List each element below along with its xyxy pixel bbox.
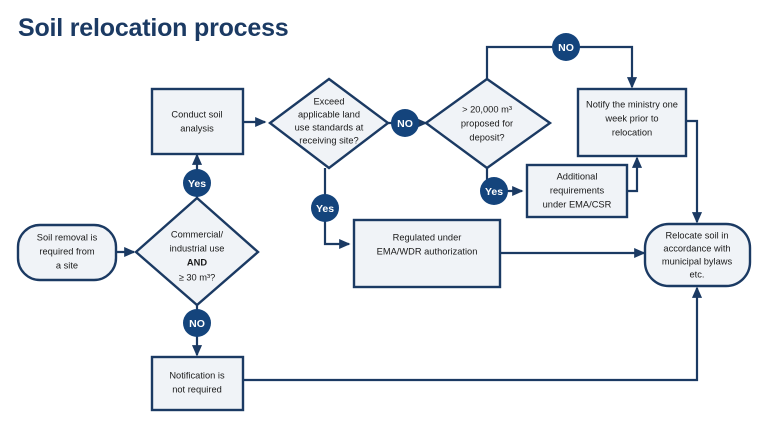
node-decision-volume-line-3: deposit? — [469, 132, 504, 142]
badge-no-to-notification-circle — [183, 309, 211, 337]
node-regulated-under-line-2: EMA/WDR authorization — [377, 246, 478, 256]
node-notification-not-required-shape — [150, 355, 245, 412]
node-additional-requirements-line-3: under EMA/CSR — [543, 199, 612, 209]
node-decision-exceed-line-3: use standards at — [295, 122, 364, 132]
node-decision-volume-line-1: > 20,000 m³ — [462, 104, 512, 114]
badge-yes-to-regulated-circle — [311, 194, 339, 222]
badge-no-to-notify-circle — [552, 33, 580, 61]
badge-no-to-notification-label: NO — [189, 318, 205, 330]
node-conduct-analysis-line-2: analysis — [180, 123, 214, 133]
node-decision-commercial-line-1: Commercial/ — [171, 229, 224, 239]
badge-yes-to-analysis-label: Yes — [188, 178, 206, 190]
node-decision-volume-shape — [423, 77, 553, 170]
node-relocate-soil-line-4: etc. — [690, 269, 705, 279]
node-decision-exceed-line-2: applicable land — [298, 109, 360, 119]
node-start[interactable]: Soil removal is required from a site — [16, 223, 118, 282]
node-regulated-under[interactable]: Regulated under EMA/WDR authorization — [352, 218, 502, 289]
node-additional-requirements-line-1: Additional — [557, 171, 598, 181]
badge-yes-to-additional-circle — [480, 177, 508, 205]
edge-notify-to-relocate — [686, 119, 703, 224]
badge-yes-to-analysis: Yes — [183, 169, 211, 197]
edge-additional-to-notify — [627, 156, 643, 193]
badge-no-to-volume-circle — [391, 109, 419, 137]
node-regulated-under-line-1: Regulated under — [393, 232, 462, 242]
node-start-line-1: Soil removal is — [37, 232, 98, 242]
node-notify-ministry-line-3: relocation — [612, 127, 652, 137]
node-relocate-soil-line-1: Relocate soil in — [665, 230, 728, 240]
badge-yes-to-additional-label: Yes — [485, 186, 503, 198]
node-decision-exceed[interactable]: Exceed applicable land use standards at … — [268, 77, 390, 170]
node-decision-exceed-line-4: receiving site? — [299, 135, 358, 145]
node-notification-not-required-line-2: not required — [172, 384, 222, 394]
node-relocate-soil-line-2: accordance with — [663, 243, 730, 253]
node-regulated-under-shape — [352, 218, 502, 289]
edge-notification-to-relocate — [243, 286, 703, 382]
node-decision-commercial-line-2: industrial use — [170, 243, 225, 253]
edge-exceed-yes-to-regulated — [323, 168, 351, 250]
node-conduct-analysis[interactable]: Conduct soil analysis — [150, 87, 245, 156]
badge-no-to-volume: NO — [391, 109, 419, 137]
node-relocate-soil-shape — [643, 222, 752, 288]
node-decision-exceed-line-1: Exceed — [313, 96, 344, 106]
page-title: Soil relocation process — [18, 14, 289, 42]
badge-yes-to-regulated: Yes — [311, 194, 339, 222]
node-decision-commercial-line-4: ≥ 30 m³? — [179, 272, 216, 282]
badge-no-to-notification: NO — [183, 309, 211, 337]
node-decision-commercial-line-3: AND — [187, 257, 207, 267]
node-conduct-analysis-line-1: Conduct soil — [171, 109, 222, 119]
node-notify-ministry-line-2: week prior to — [604, 113, 658, 123]
badge-yes-to-analysis-circle — [183, 169, 211, 197]
node-decision-volume[interactable]: > 20,000 m³ proposed for deposit? — [423, 77, 553, 170]
node-start-line-3: a site — [56, 260, 78, 270]
badge-no-to-notify-label: NO — [558, 42, 574, 54]
node-decision-commercial[interactable]: Commercial/ industrial use AND ≥ 30 m³? — [134, 196, 260, 307]
node-relocate-soil-line-3: municipal bylaws — [662, 256, 733, 266]
node-notification-not-required-line-1: Notification is — [169, 370, 225, 380]
node-start-shape — [16, 223, 118, 282]
badge-yes-to-regulated-label: Yes — [316, 203, 334, 215]
node-additional-requirements[interactable]: Additional requirements under EMA/CSR — [525, 163, 629, 219]
node-notify-ministry-line-1: Notify the ministry one — [586, 99, 678, 109]
node-decision-commercial-shape — [134, 196, 260, 307]
node-conduct-analysis-shape — [150, 87, 245, 156]
node-notify-ministry[interactable]: Notify the ministry one week prior to re… — [576, 87, 688, 158]
node-relocate-soil[interactable]: Relocate soil in accordance with municip… — [643, 222, 752, 288]
badge-no-to-notify: NO — [552, 33, 580, 61]
node-additional-requirements-shape — [525, 163, 629, 219]
node-decision-volume-line-2: proposed for — [461, 118, 513, 128]
badge-yes-to-additional: Yes — [480, 177, 508, 205]
node-start-line-2: required from — [39, 246, 95, 256]
badge-no-to-volume-label: NO — [397, 118, 413, 130]
node-additional-requirements-line-2: requirements — [550, 185, 605, 195]
node-notify-ministry-shape — [576, 87, 688, 158]
node-decision-exceed-shape — [268, 77, 390, 170]
node-notification-not-required[interactable]: Notification is not required — [150, 355, 245, 412]
